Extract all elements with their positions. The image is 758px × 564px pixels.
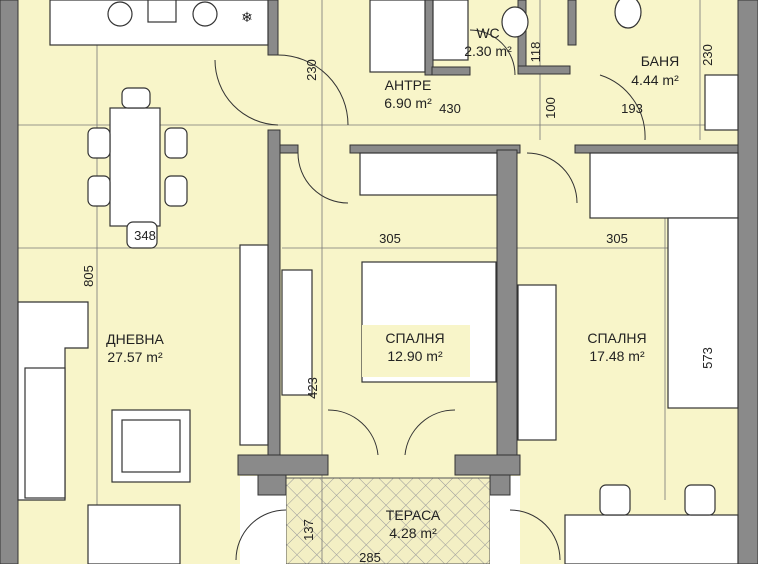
- dim-100: 100: [543, 97, 558, 119]
- dim-230-hall: 230: [304, 59, 319, 81]
- tv-cabinet-bedroom: [281, 269, 313, 396]
- room-bedroom2-area: 17.48 m²: [589, 348, 645, 364]
- room-terrace-area: 4.28 m²: [389, 525, 437, 541]
- washbasin: [432, 0, 469, 61]
- tv-cabinet: [239, 244, 269, 446]
- dim-305-bedroom1: 305: [379, 231, 401, 246]
- terrace-floor: [285, 477, 491, 564]
- room-wc-name: WC: [476, 25, 499, 41]
- dim-137: 137: [301, 519, 316, 541]
- room-bedroom2-name: СПАЛНЯ: [587, 330, 646, 346]
- furniture: ❄: [17, 0, 739, 564]
- room-living-area: 27.57 m²: [107, 349, 163, 365]
- room-hall-name: АНТРЕ: [385, 77, 432, 93]
- room-bath-name: БАНЯ: [641, 53, 679, 69]
- room-bedroom1-area: 12.90 m²: [387, 348, 443, 364]
- dim-230-bath: 230: [700, 44, 715, 66]
- bath-toilet-icon: [614, 0, 642, 29]
- dim-285: 285: [359, 550, 381, 564]
- armchair: [87, 504, 181, 564]
- room-wc-area: 2.30 m²: [464, 43, 512, 59]
- toilet-icon: [501, 6, 529, 38]
- room-living-name: ДНЕВНА: [106, 331, 164, 347]
- bed-single: [667, 217, 739, 409]
- dining-table: [109, 107, 161, 227]
- bedroom1-label-box: [362, 325, 470, 377]
- dim-423: 423: [305, 377, 320, 399]
- dim-118: 118: [528, 42, 543, 63]
- stove-icon: [107, 1, 133, 27]
- shower: [369, 0, 426, 73]
- dim-573: 573: [700, 347, 715, 369]
- fridge-icon: ❄: [241, 9, 253, 25]
- wardrobe-bedroom: [517, 284, 557, 441]
- desk: [564, 514, 739, 564]
- room-hall-area: 6.90 m²: [384, 95, 432, 111]
- dim-305-bedroom2: 305: [606, 231, 628, 246]
- wardrobe-hall: [359, 152, 498, 196]
- dim-348: 348: [134, 228, 156, 243]
- dim-430: 430: [439, 101, 461, 116]
- room-bedroom1-name: СПАЛНЯ: [385, 330, 444, 346]
- sink-icon: [147, 0, 177, 23]
- doors: [214, 29, 646, 561]
- dim-193: 193: [621, 101, 643, 116]
- room-bath-area: 4.44 m²: [631, 72, 679, 88]
- bunk-bed: [589, 152, 739, 219]
- room-terrace-name: ТЕРАСА: [386, 507, 441, 523]
- bath-sink: [704, 74, 739, 131]
- dim-805: 805: [81, 265, 96, 287]
